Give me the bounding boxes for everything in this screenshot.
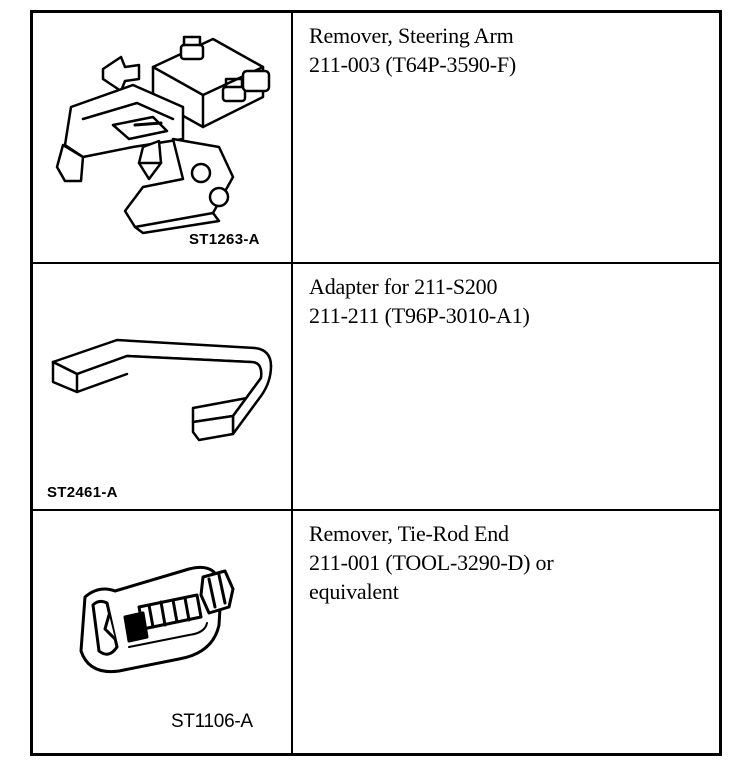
tool-description-1: Remover, Steering Arm 211-003 (T64P-3590… xyxy=(293,13,719,264)
steering-arm-remover-icon xyxy=(55,35,271,235)
tool-code-2: ST2461-A xyxy=(47,484,118,501)
tie-rod-end-remover-icon xyxy=(79,565,235,674)
tool-code-1: ST1263-A xyxy=(189,231,260,248)
tool-image-cell-1: ST1263-A xyxy=(33,13,293,264)
tool-description-2: Adapter for 211-S200 211-211 (T96P-3010-… xyxy=(293,264,719,511)
tool-code-3: ST1106-A xyxy=(171,711,253,732)
special-tools-table: ST1263-A Remover, Steering Arm 211-003 (… xyxy=(30,10,722,756)
tool-number-1: 211-003 (T64P-3590-F) xyxy=(309,52,517,77)
tool-number-2: 211-211 (T96P-3010-A1) xyxy=(309,303,530,328)
tool-image-cell-3: ST1106-A xyxy=(33,511,293,753)
tool-number-3: 211-001 (TOOL-3290-D) or xyxy=(309,550,554,575)
adapter-bracket-icon xyxy=(51,338,273,442)
tool-image-cell-2: ST2461-A xyxy=(33,264,293,511)
tool-description-3: Remover, Tie-Rod End 211-001 (TOOL-3290-… xyxy=(293,511,719,753)
tool-name-3: Remover, Tie-Rod End xyxy=(309,521,509,546)
tool-name-1: Remover, Steering Arm xyxy=(309,23,514,48)
tool-note-3: equivalent xyxy=(309,579,399,604)
tool-name-2: Adapter for 211-S200 xyxy=(309,274,498,299)
